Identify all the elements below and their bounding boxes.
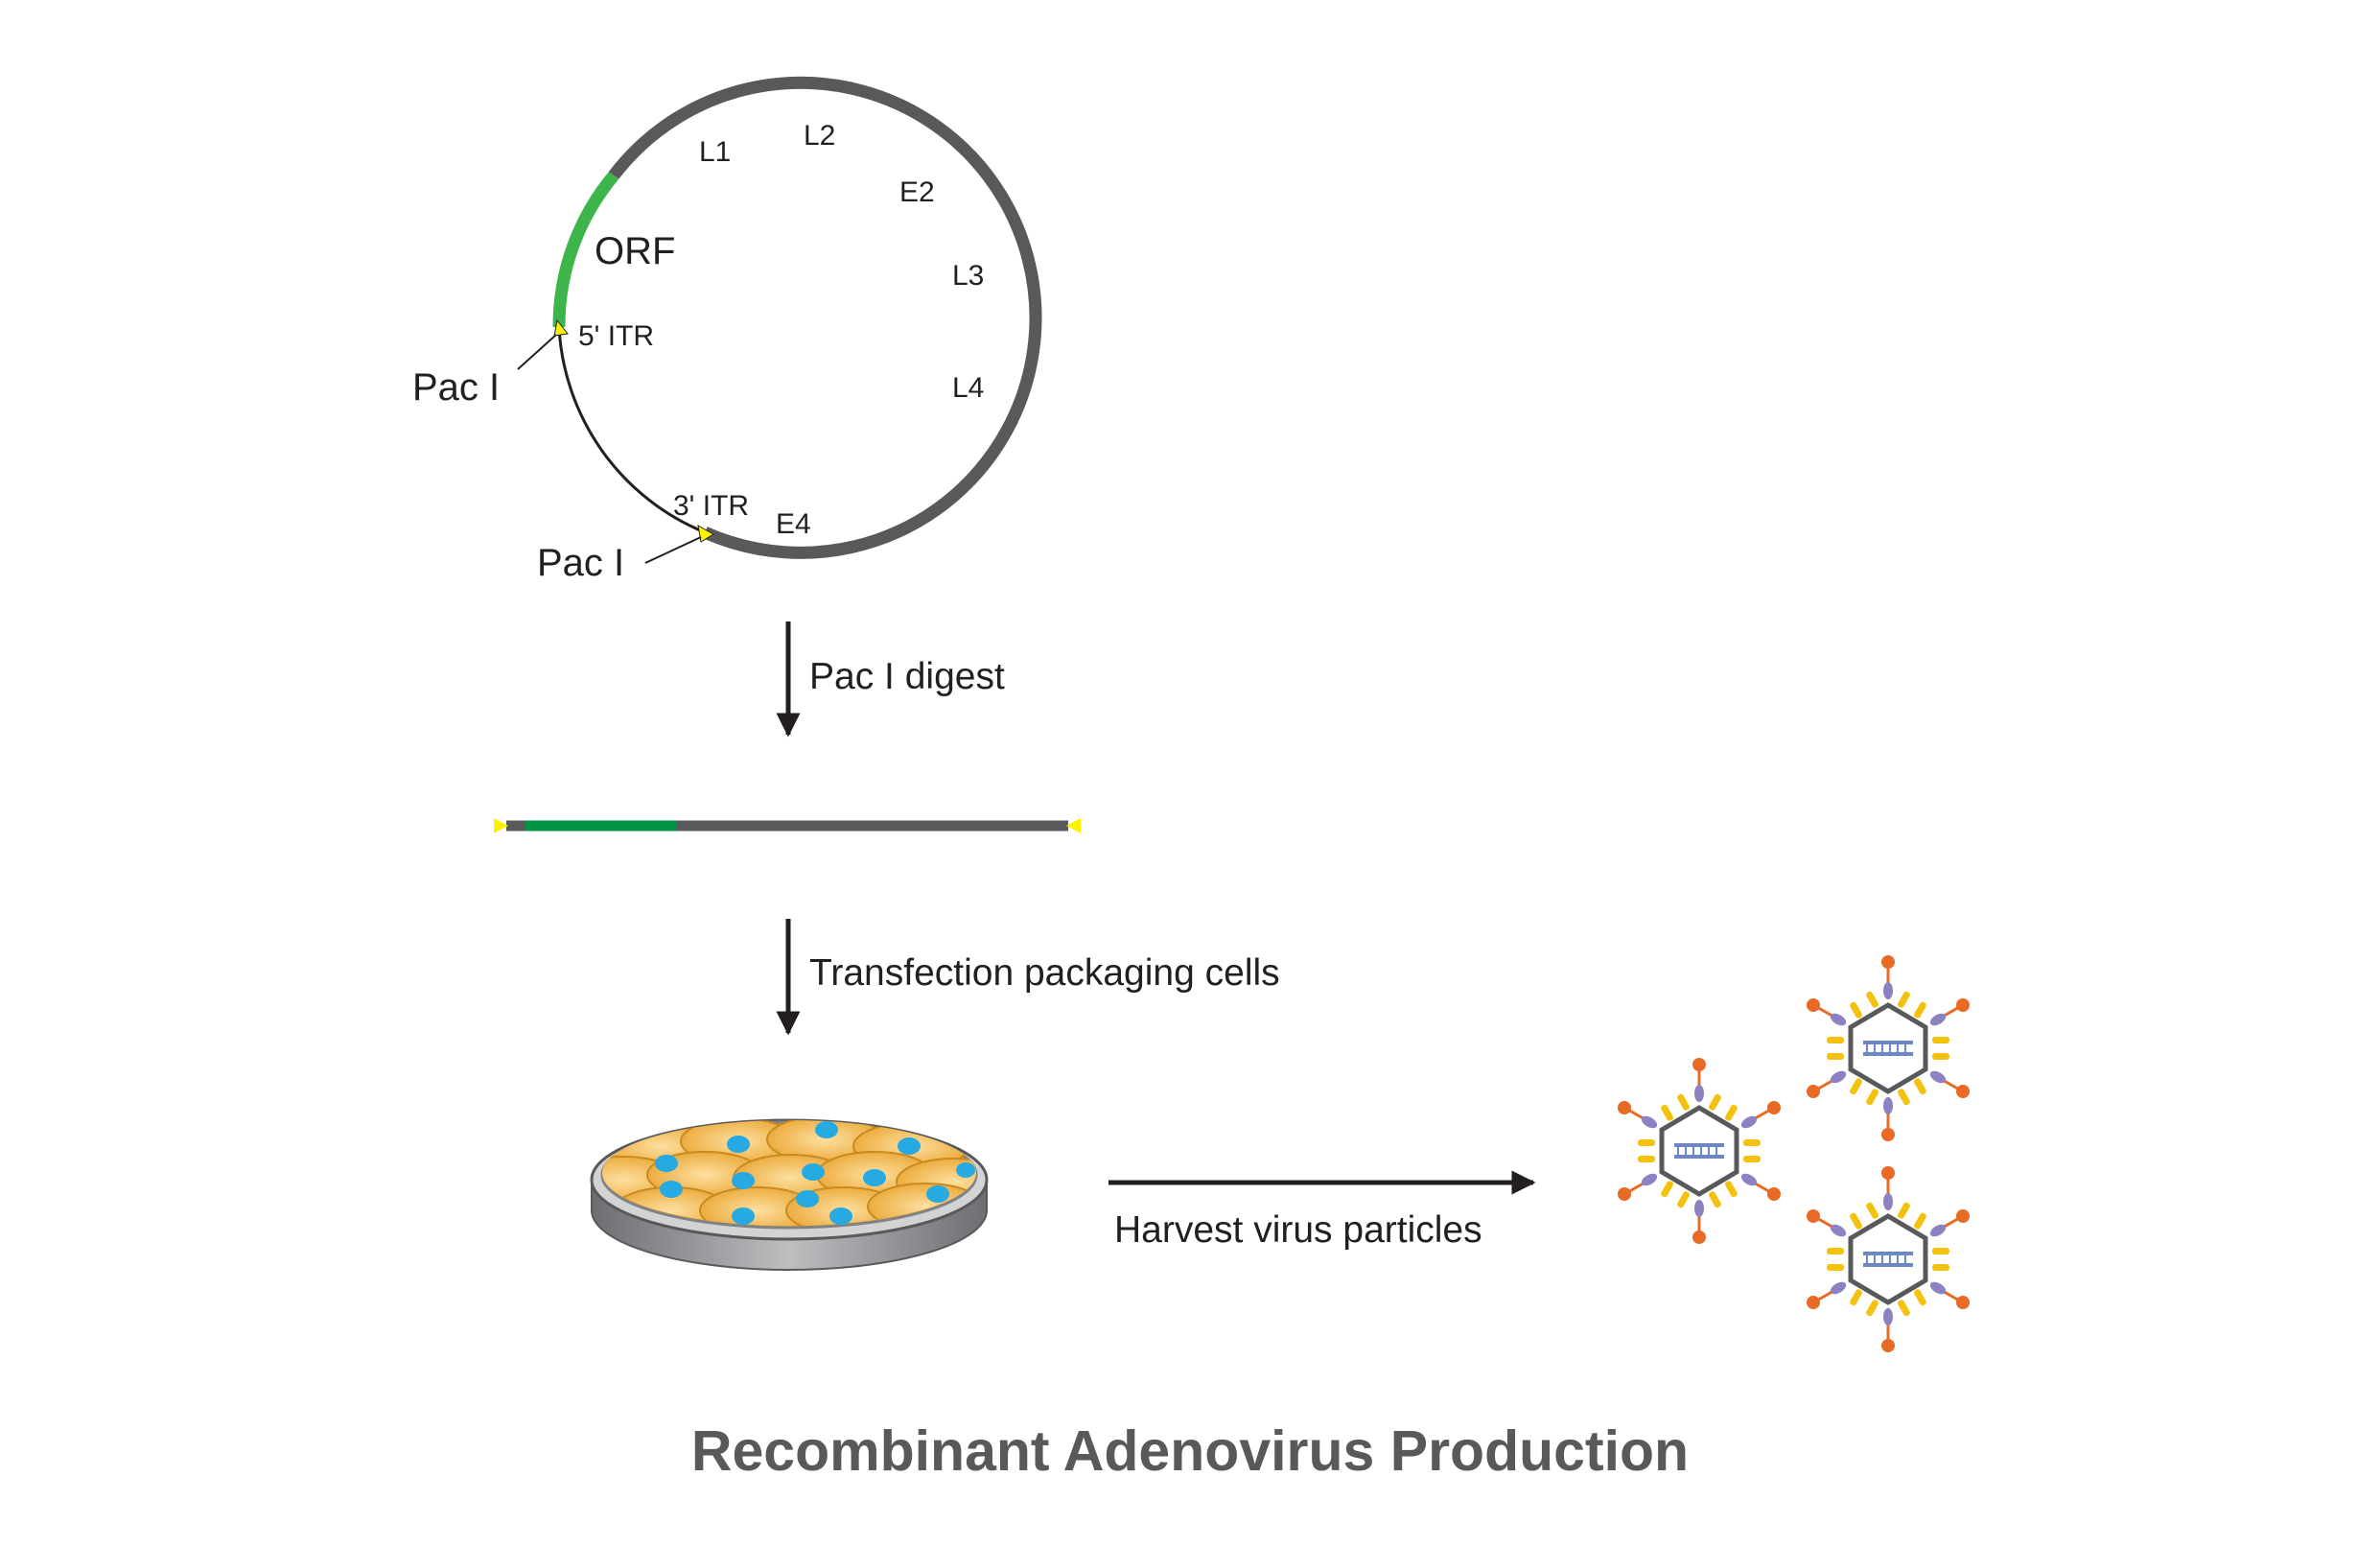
label-l1: L1 <box>699 136 731 168</box>
step-transfection: Transfection packaging cells <box>776 919 1280 1036</box>
diagram-title: Recombinant Adenovirus Production <box>691 1419 1689 1483</box>
step-harvest: Harvest virus particles <box>1108 1170 1536 1251</box>
label-harvest: Harvest virus particles <box>1114 1209 1482 1251</box>
pac-pointer-bottom <box>644 536 702 564</box>
label-3-itr: 3' ITR <box>673 490 749 522</box>
plasmid-backbone <box>608 76 1042 559</box>
pac-site-marker-bottom <box>697 525 714 543</box>
plasmid-orf-segment <box>552 171 618 328</box>
label-e4: E4 <box>776 508 811 540</box>
label-l4: L4 <box>952 372 984 404</box>
virus-particle <box>1807 1166 1970 1352</box>
cell-nuclei <box>655 1121 975 1225</box>
pac-pointer-top <box>517 334 557 370</box>
plasmid-map: L1 L2 E2 L3 L4 E4 ORF 5' ITR 3' ITR Pac … <box>412 76 1042 584</box>
virus-particle <box>1618 1058 1781 1244</box>
pac-site-marker-top <box>553 318 569 337</box>
label-transfection: Transfection packaging cells <box>809 952 1280 994</box>
label-l3: L3 <box>952 260 984 292</box>
step-digest: Pac I digest <box>776 621 1005 738</box>
label-e2: E2 <box>899 176 935 208</box>
petri-dish <box>590 1118 989 1271</box>
label-l2: L2 <box>804 120 835 152</box>
linear-pac-end-left <box>494 818 508 833</box>
linear-dna <box>494 818 1081 833</box>
label-orf: ORF <box>595 230 675 272</box>
label-pac-top: Pac I <box>412 366 500 409</box>
label-pac-bottom: Pac I <box>537 542 624 584</box>
virus-particles <box>1618 955 1970 1352</box>
linear-pac-end-right <box>1066 818 1081 833</box>
virus-particle <box>1807 955 1970 1141</box>
plasmid-thin-arc <box>557 326 706 534</box>
label-5-itr: 5' ITR <box>578 320 654 352</box>
label-digest: Pac I digest <box>809 656 1005 697</box>
